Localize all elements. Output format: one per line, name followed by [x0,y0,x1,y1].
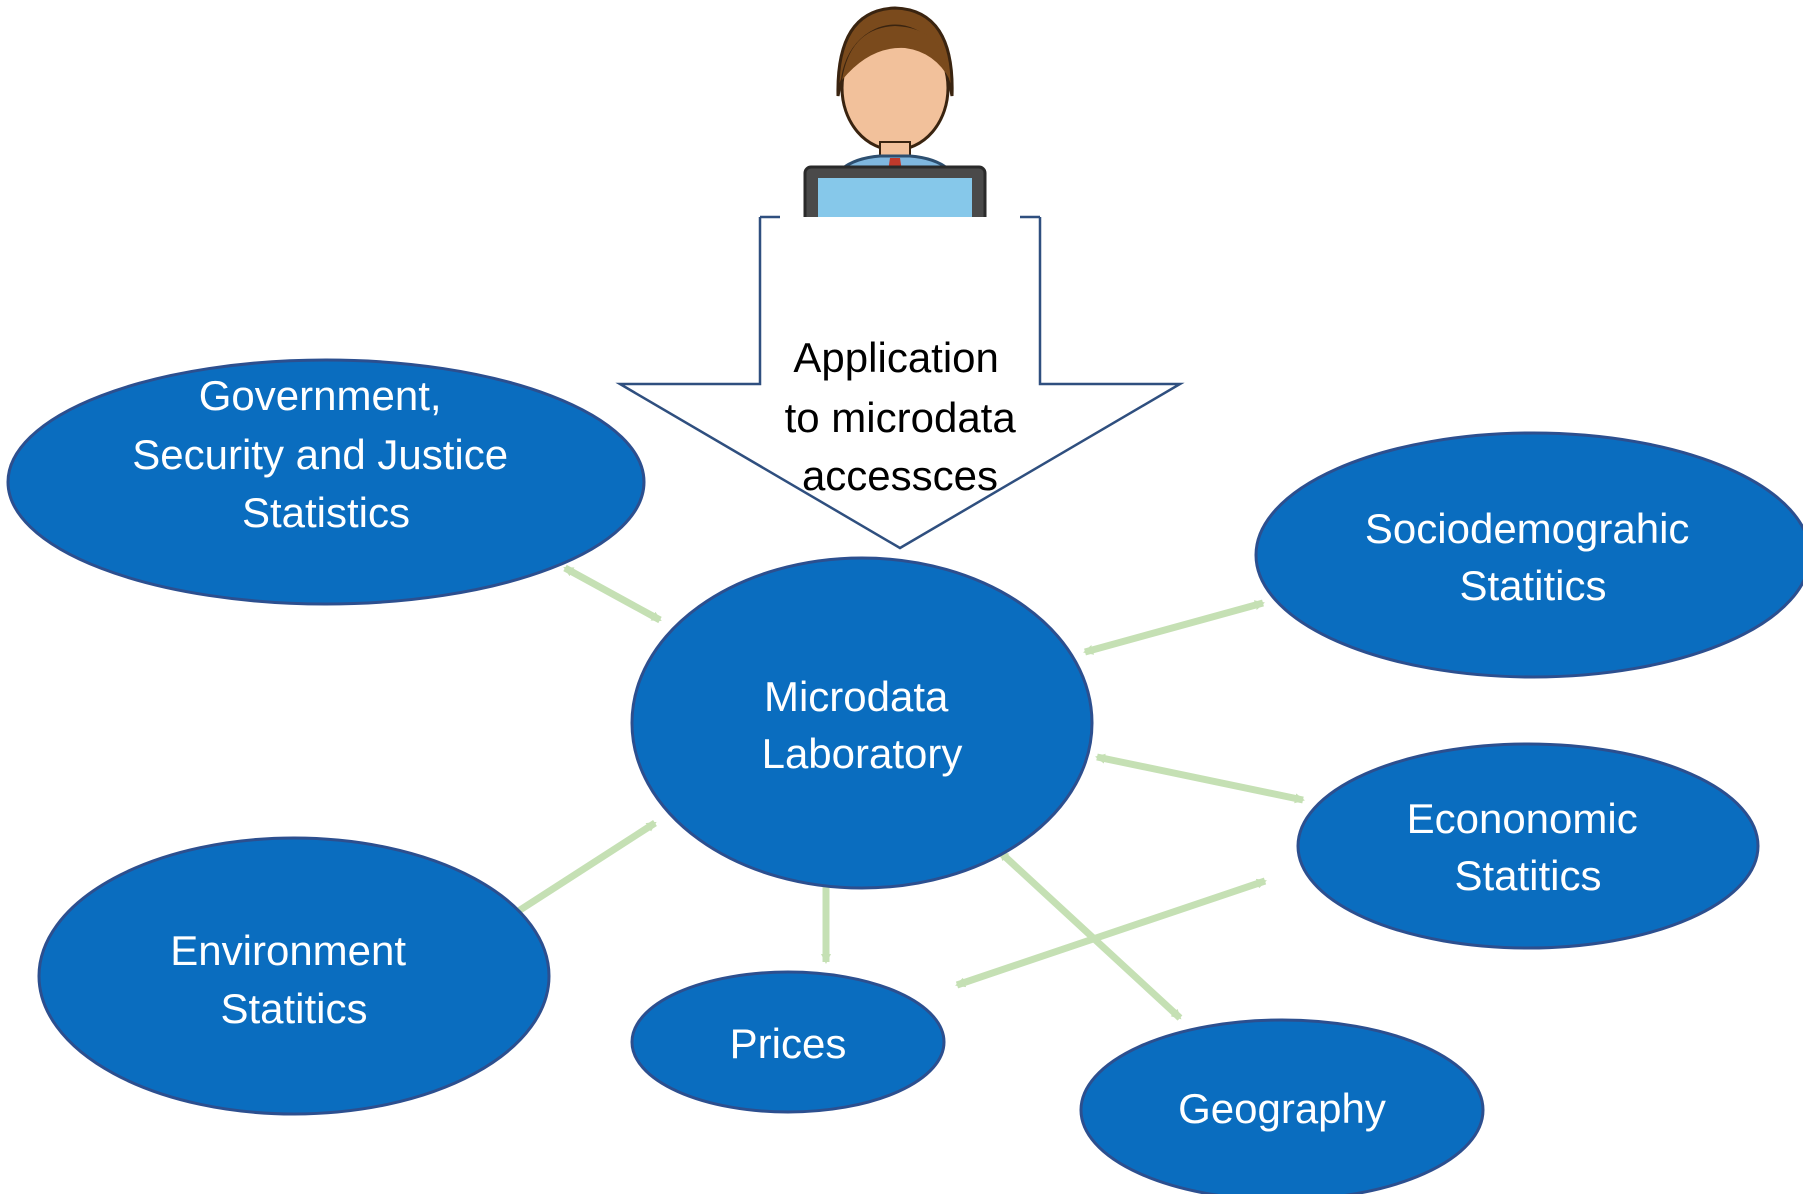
node-sociodemographic-label: Sociodemograhic Statitics [1365,505,1701,609]
node-economic: Econonomic Statitics [1296,742,1760,950]
node-government: Government, Security and Justice Statist… [6,358,646,606]
application-arrow-label: Application to microdata accessces [785,334,1028,499]
connector-sociodemographic-lab [1083,599,1265,656]
node-prices: Prices [630,970,946,1114]
node-government-label: Government, Security and Justice Statist… [132,372,520,536]
application-arrow: Application to microdata accessces [615,215,1185,550]
node-economic-label: Econonomic Statitics [1407,795,1650,899]
connector-prices-economic [955,877,1267,989]
node-environment-label: Environment Statitics [170,927,417,1032]
node-prices-label: Prices [730,1020,847,1067]
connector-government-lab [563,564,662,624]
node-environment: Environment Statitics [37,836,551,1116]
node-geography-label: Geography [1178,1085,1386,1132]
node-sociodemographic: Sociodemograhic Statitics [1254,431,1803,679]
connector-geography-lab [997,849,1183,1021]
node-geography: Geography [1079,1018,1485,1194]
connector-economic-lab [1095,753,1305,804]
node-microdata-laboratory: Microdata Laboratory [630,556,1094,890]
node-microdata-laboratory-label: Microdata Laboratory [762,673,963,777]
